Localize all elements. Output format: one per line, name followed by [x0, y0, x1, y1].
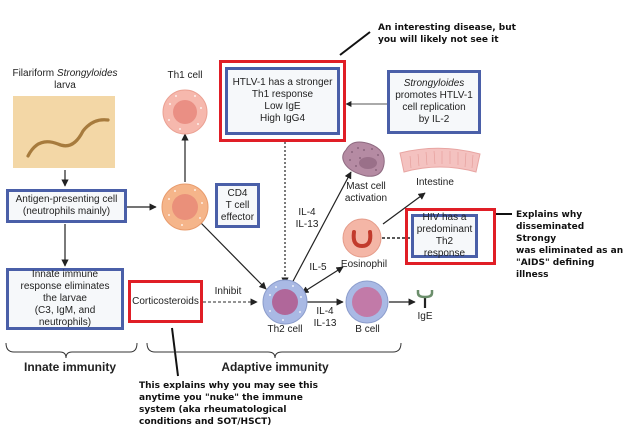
th1-cell-label: Th1 cell	[167, 70, 203, 81]
eosinophil-label: Eosinophil	[340, 259, 388, 270]
hiv-th2-response-box: HIV has a predominant Th2 response	[411, 212, 478, 259]
larva-title: Filariform Strongyloides larva	[4, 68, 126, 92]
brace-innate	[5, 342, 138, 359]
larva-image	[13, 96, 115, 168]
strongyloides-text: promotes HTLV-1 cell replication by IL-2	[395, 90, 473, 125]
adaptive-immunity-label: Adaptive immunity	[221, 360, 329, 374]
antigen-presenting-cell-box: Antigen-presenting cell (neutrophils mai…	[6, 189, 127, 223]
th1-cell-icon	[162, 89, 208, 135]
ige-label: IgE	[417, 311, 433, 322]
pointer-htlv-note	[339, 31, 371, 56]
hiv-note: Explains why disseminated Strongy was el…	[516, 210, 624, 280]
corticosteroids-label: Corticosteroids	[132, 296, 199, 307]
brace-adaptive	[146, 342, 402, 359]
il4-il13-bcell-label: IL-4 IL-13	[313, 306, 337, 329]
larva-title-prefix: Filariform	[12, 68, 57, 79]
il5-label: IL-5	[309, 262, 327, 273]
strongyloides-htlv-box: Strongyloides promotes HTLV-1 cell repli…	[387, 70, 481, 134]
steroid-note: This explains why you may see this anyti…	[139, 381, 318, 427]
arrow-eosinophil-to-intestine	[382, 192, 426, 225]
mast-cell-icon	[342, 141, 385, 177]
htlv-note: An interesting disease, but you will lik…	[378, 23, 516, 45]
ige-antibody-icon	[416, 290, 434, 308]
larva-title-suffix: larva	[54, 80, 76, 91]
cd4-t-cell-icon	[161, 183, 209, 231]
intestine-label: Intestine	[416, 177, 454, 188]
intestine-icon	[399, 147, 481, 173]
arrow-th2-to-mast	[290, 171, 352, 286]
larva-title-italic: Strongyloides	[56, 68, 118, 79]
htlv-th1-response-box: HTLV-1 has a stronger Th1 response Low I…	[225, 67, 340, 135]
b-cell-label: B cell	[355, 324, 380, 335]
innate-response-box: Innate immune response eliminates the la…	[6, 268, 124, 330]
larva-worm-icon	[26, 118, 110, 158]
innate-immunity-label: Innate immunity	[23, 360, 116, 374]
arrow-th2-eosinophil	[301, 266, 344, 294]
htlv-highlight-box	[219, 60, 346, 142]
arrow-cd4-to-th2	[199, 221, 267, 290]
cd4-t-cell-effector-box: CD4 T cell effector	[215, 183, 260, 228]
th2-cell-label: Th2 cell	[267, 324, 303, 335]
corticosteroids-box	[128, 280, 203, 323]
eosinophil-icon	[342, 218, 382, 258]
inhibit-label: Inhibit	[214, 286, 242, 297]
mast-cell-label: Mast cell activation	[344, 181, 388, 204]
il4-il13-mast-label: IL-4 IL-13	[295, 207, 319, 230]
strongyloides-italic: Strongyloides	[403, 78, 465, 89]
b-cell-icon	[345, 280, 389, 324]
th2-cell-icon	[262, 279, 308, 325]
hiv-highlight-box	[405, 208, 496, 265]
